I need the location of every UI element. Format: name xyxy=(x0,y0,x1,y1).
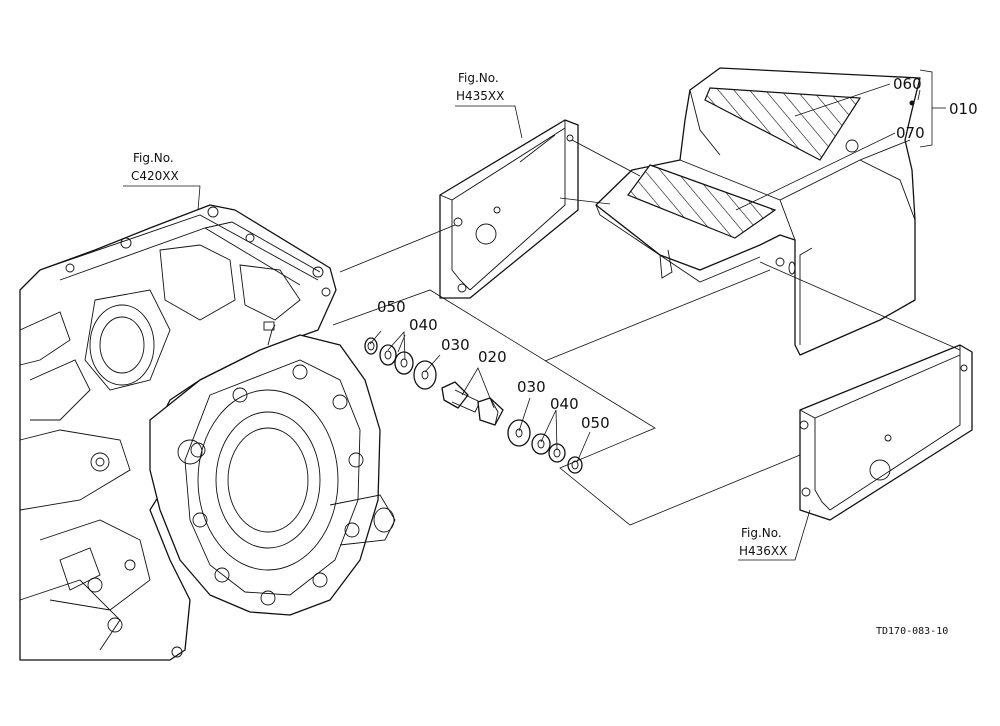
callout-040-left: 040 xyxy=(409,316,438,334)
bracket-h435 xyxy=(439,119,579,299)
washer-030-right xyxy=(507,419,531,447)
figure-ref-title: Fig.No. xyxy=(133,151,174,165)
callout-020: 020 xyxy=(478,348,507,366)
callout-050-left: 050 xyxy=(377,298,406,316)
transmission-case xyxy=(19,204,337,661)
washer-030-left xyxy=(413,360,437,390)
figure-ref-code: C420XX xyxy=(131,169,179,183)
callout-030-left: 030 xyxy=(441,336,470,354)
callout-040-right: 040 xyxy=(550,395,579,413)
label-060 xyxy=(704,87,862,161)
washer-040-b xyxy=(394,351,414,375)
stud-020-head xyxy=(441,381,469,409)
callout-010: 010 xyxy=(949,100,978,118)
callout-030-right: 030 xyxy=(517,378,546,396)
figure-ref-code: H435XX xyxy=(456,89,504,103)
nut-050-left xyxy=(364,337,378,355)
front-housing xyxy=(149,321,396,616)
figure-ref-code: H436XX xyxy=(739,544,787,558)
stud-020 xyxy=(477,397,504,426)
figure-ref-h436: Fig.No. H436XX xyxy=(739,526,787,558)
drawing-id: TD170-083-10 xyxy=(876,626,948,637)
washer-040-a xyxy=(379,344,397,366)
part-callouts: 010 020 030 030 040 040 050 050 060 070 xyxy=(377,75,978,432)
figure-ref-title: Fig.No. xyxy=(458,71,499,85)
callout-050-right: 050 xyxy=(581,414,610,432)
cover-010 xyxy=(595,67,921,356)
figure-ref-c420: Fig.No. C420XX xyxy=(131,151,179,183)
figure-ref-title: Fig.No. xyxy=(741,526,782,540)
assembly-lines xyxy=(123,69,961,561)
callout-070: 070 xyxy=(896,124,925,142)
bolt-hardware-stack xyxy=(364,337,583,474)
washer-040-c xyxy=(531,433,551,455)
figure-ref-h435: Fig.No. H435XX xyxy=(456,71,504,103)
label-070 xyxy=(627,164,777,239)
bracket-h436 xyxy=(799,344,973,521)
callout-060: 060 xyxy=(893,75,922,93)
